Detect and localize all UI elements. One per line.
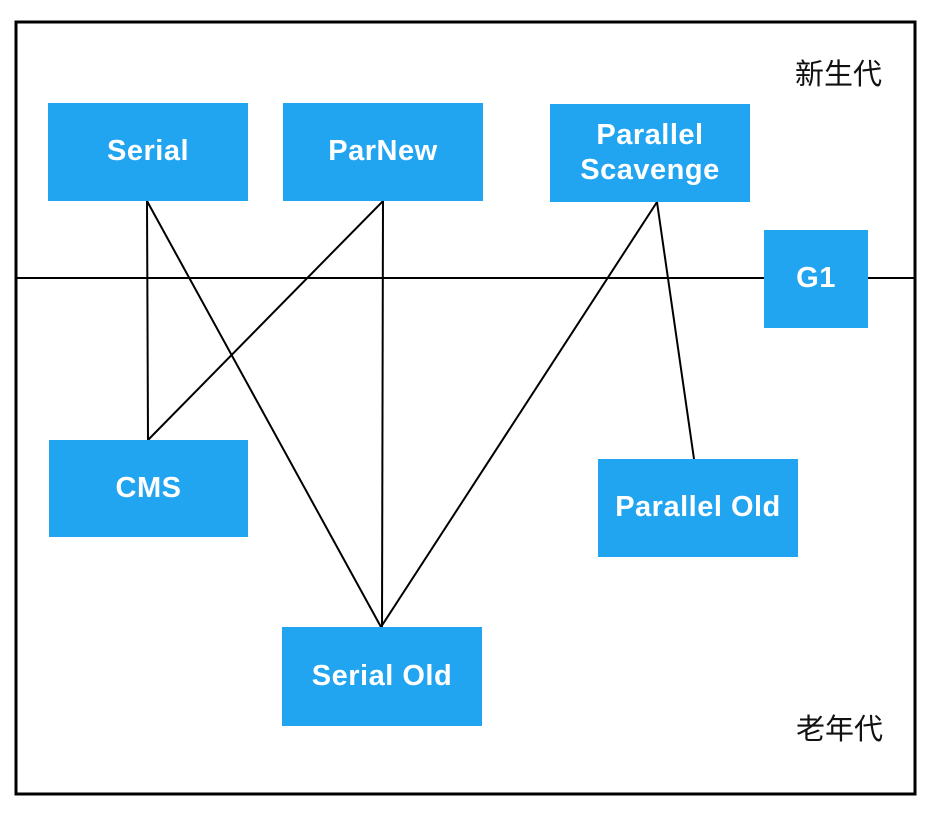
node-label: Parallel Old bbox=[615, 491, 781, 524]
node-label: Serial Old bbox=[311, 659, 453, 692]
node-g1: G1 bbox=[764, 230, 868, 328]
node-label: ParNew bbox=[328, 135, 438, 168]
edge-parallel-scavenge-to-serial-old bbox=[380, 201, 658, 628]
node-parallel-scavenge: Parallel Scavenge bbox=[550, 104, 750, 202]
node-label: Serial bbox=[107, 135, 189, 168]
node-parnew: ParNew bbox=[283, 103, 483, 201]
node-cms: CMS bbox=[49, 440, 248, 537]
heap-border bbox=[14, 20, 917, 796]
edge-parallel-scavenge-to-parallel-old bbox=[656, 201, 695, 460]
old-generation-label: 老年代 bbox=[796, 714, 884, 746]
young-generation-label: 新生代 bbox=[795, 59, 883, 91]
edge-parnew-to-cms bbox=[147, 200, 384, 441]
node-serial: Serial bbox=[48, 103, 248, 201]
node-label: CMS bbox=[115, 471, 182, 504]
node-parallel-old: Parallel Old bbox=[598, 459, 798, 557]
node-label: Parallel Scavenge bbox=[580, 118, 720, 186]
edge-serial-to-cms bbox=[146, 200, 149, 441]
edge-parnew-to-serial-old bbox=[381, 200, 384, 628]
node-serial-old: Serial Old bbox=[282, 627, 482, 726]
edge-serial-to-serial-old bbox=[146, 200, 382, 628]
node-label: G1 bbox=[796, 262, 836, 295]
